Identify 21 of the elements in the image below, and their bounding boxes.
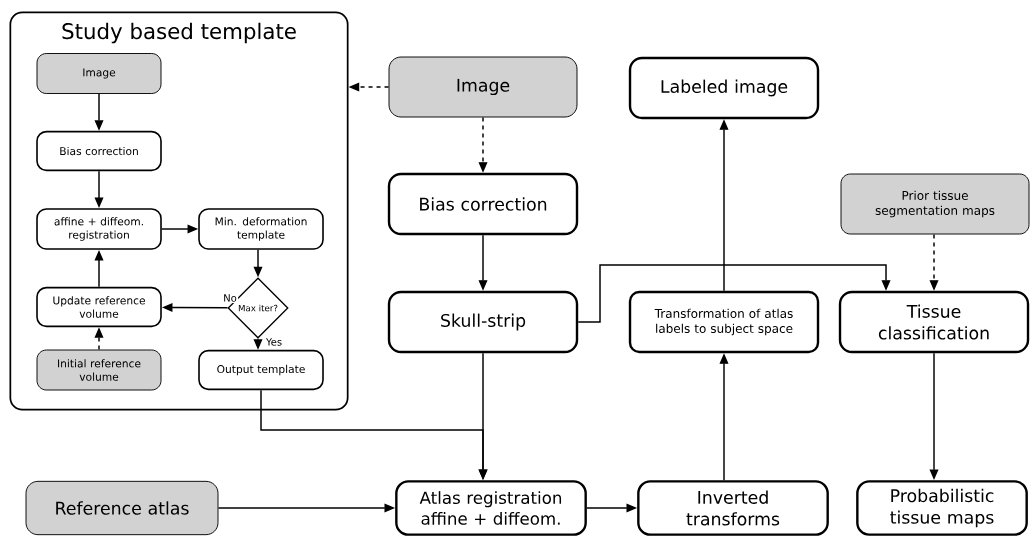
process-box: Bias correction <box>36 130 162 172</box>
edge-label: Yes <box>264 336 284 348</box>
input-box: Image <box>388 56 578 118</box>
process-box: Transformation of atlas labels to subject space <box>628 290 820 354</box>
process-box: Bias correction <box>387 172 579 236</box>
process-box: Min. deformation template <box>198 208 324 250</box>
process-box: Labeled image <box>628 56 820 120</box>
process-box: Atlas registration affine + diffeom. <box>395 480 587 536</box>
process-box: Output template <box>198 349 324 391</box>
edge-label: No <box>221 292 239 304</box>
input-box: Image <box>36 53 162 94</box>
input-box: Initial reference volume <box>36 349 162 391</box>
input-box: Prior tissue segmentation maps <box>840 173 1030 235</box>
input-box: Reference atlas <box>25 480 219 536</box>
process-box: Skull-strip <box>387 290 579 354</box>
arrow <box>577 264 891 323</box>
process-box: Probabilistic tissue maps <box>856 480 1028 536</box>
process-box: Inverted transforms <box>637 480 829 536</box>
process-box: Update reference volume <box>36 286 162 328</box>
process-box: affine + diffeom. registration <box>36 208 162 250</box>
process-box: Tissue classification <box>838 290 1030 354</box>
